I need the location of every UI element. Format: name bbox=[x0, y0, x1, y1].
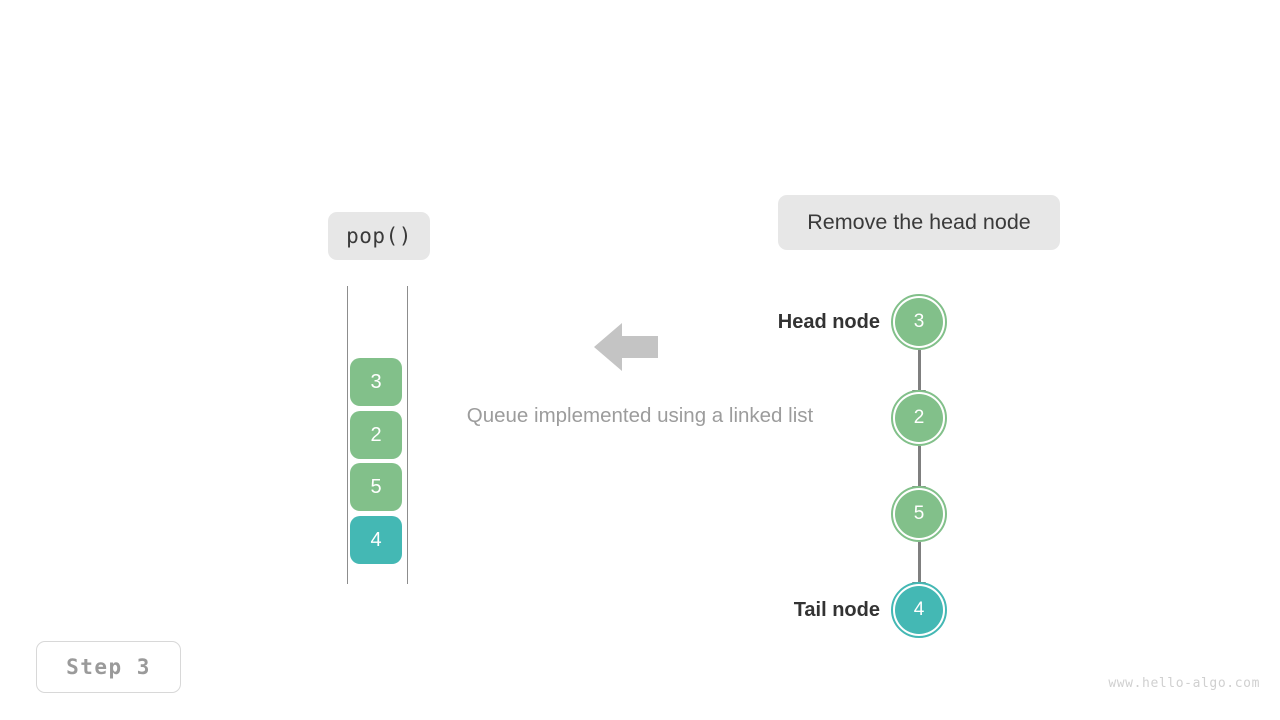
head-node-tag: Head node bbox=[777, 311, 880, 333]
linked-list-node-value: 4 bbox=[895, 586, 943, 634]
linked-list-node: 5 bbox=[891, 486, 947, 542]
queue-cell-value: 2 bbox=[370, 423, 382, 446]
queue-cell: 2 bbox=[350, 411, 402, 459]
queue-caption: Queue implemented using a linked list bbox=[466, 404, 814, 427]
transition-arrow-left bbox=[594, 320, 658, 374]
queue-cell: 5 bbox=[350, 463, 402, 511]
linked-list-node-value: 3 bbox=[895, 298, 943, 346]
queue-cell-value: 4 bbox=[370, 528, 382, 551]
queue-cell-value: 5 bbox=[370, 475, 382, 498]
linked-list-node-value: 2 bbox=[895, 394, 943, 442]
queue-cell-value: 3 bbox=[370, 370, 382, 393]
queue-cell: 3 bbox=[350, 358, 402, 406]
linked-list-edge bbox=[918, 542, 921, 584]
queue-rail-left bbox=[347, 286, 349, 584]
linked-list-node: 4 bbox=[891, 582, 947, 638]
queue-column: 3 2 5 4 bbox=[340, 280, 416, 590]
step-badge: Step 3 bbox=[36, 641, 181, 693]
linked-list-node: 3 bbox=[891, 294, 947, 350]
linked-list: 3 Head node 2 5 4 Tail node bbox=[740, 286, 1000, 646]
queue-cell: 4 bbox=[350, 516, 402, 564]
tail-node-tag: Tail node bbox=[793, 599, 880, 621]
linked-list-node: 2 bbox=[891, 390, 947, 446]
linked-list-edge bbox=[918, 350, 921, 392]
linked-list-node-value: 5 bbox=[895, 490, 943, 538]
action-label: Remove the head node bbox=[778, 195, 1060, 250]
watermark: www.hello-algo.com bbox=[1108, 676, 1260, 691]
linked-list-edge bbox=[918, 446, 921, 488]
operation-label: pop() bbox=[328, 212, 430, 260]
queue-rail-right bbox=[407, 286, 409, 584]
